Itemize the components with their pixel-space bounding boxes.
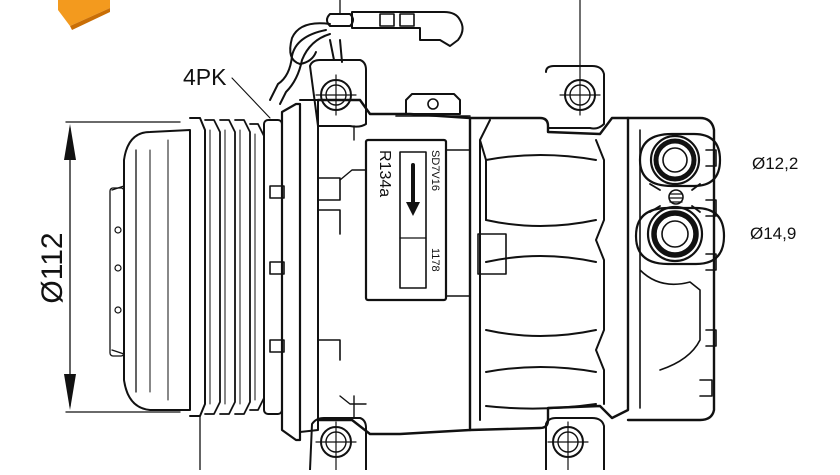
arrowhead-up-icon xyxy=(64,124,76,160)
port-lower xyxy=(634,205,726,266)
cylinder-housing xyxy=(468,65,717,471)
plate-code: 1178 xyxy=(429,248,441,272)
belt-profile-label: 4PK xyxy=(183,64,227,90)
compressor-body: SD7V16 1178 R134a xyxy=(309,59,472,471)
mounting-hole-icon xyxy=(547,421,589,471)
mounting-hole-icon xyxy=(559,0,601,116)
arrowhead-down-icon xyxy=(64,374,76,410)
port-upper-diameter-label: Ø12,2 xyxy=(752,154,798,173)
front-head xyxy=(269,99,341,442)
o-ring-icon xyxy=(646,205,704,263)
brand-badge xyxy=(58,0,110,30)
pulley-diameter-dimension: Ø112 xyxy=(36,121,181,413)
pulley-diameter-label: Ø112 xyxy=(36,232,69,303)
port-lower-diameter-label: Ø14,9 xyxy=(750,224,796,243)
belt-leader-line xyxy=(231,77,271,119)
plate-model: SD7V16 xyxy=(429,150,441,191)
rating-plate xyxy=(364,138,448,302)
o-ring-icon xyxy=(649,134,701,186)
arrow-down-icon xyxy=(406,163,420,216)
mounting-hole-icon xyxy=(315,421,357,471)
clutch-pulley xyxy=(109,117,283,471)
plate-refrigerant: R134a xyxy=(376,150,393,197)
connector-icon xyxy=(269,0,464,105)
port-center-stud xyxy=(649,183,701,213)
mounting-hole-icon xyxy=(315,74,357,116)
port-upper xyxy=(638,132,722,188)
